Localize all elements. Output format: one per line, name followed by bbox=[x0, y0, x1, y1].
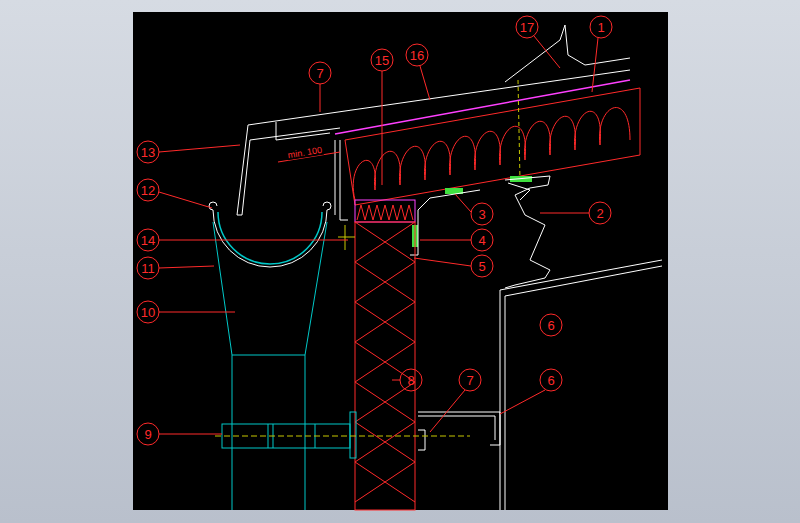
callout-number: 6 bbox=[547, 319, 554, 332]
callout-number: 8 bbox=[407, 374, 414, 387]
callout-number: 17 bbox=[520, 21, 534, 34]
callout-number: 3 bbox=[478, 208, 485, 221]
callout-number: 5 bbox=[478, 260, 485, 273]
callout-number: 15 bbox=[375, 54, 389, 67]
callout-number: 6 bbox=[547, 374, 554, 387]
callout-number: 12 bbox=[141, 184, 155, 197]
callout-number: 16 bbox=[410, 49, 424, 62]
callout-number: 11 bbox=[141, 262, 155, 275]
callout-number: 14 bbox=[141, 234, 155, 247]
callout-number: 9 bbox=[144, 428, 151, 441]
callout-number: 7 bbox=[316, 67, 323, 80]
callout-number: 2 bbox=[596, 207, 603, 220]
callout-number: 4 bbox=[478, 234, 485, 247]
callout-number: 13 bbox=[141, 146, 155, 159]
callout-number: 7 bbox=[466, 374, 473, 387]
callout-number: 1 bbox=[597, 21, 604, 34]
callout-number: 10 bbox=[141, 306, 155, 319]
